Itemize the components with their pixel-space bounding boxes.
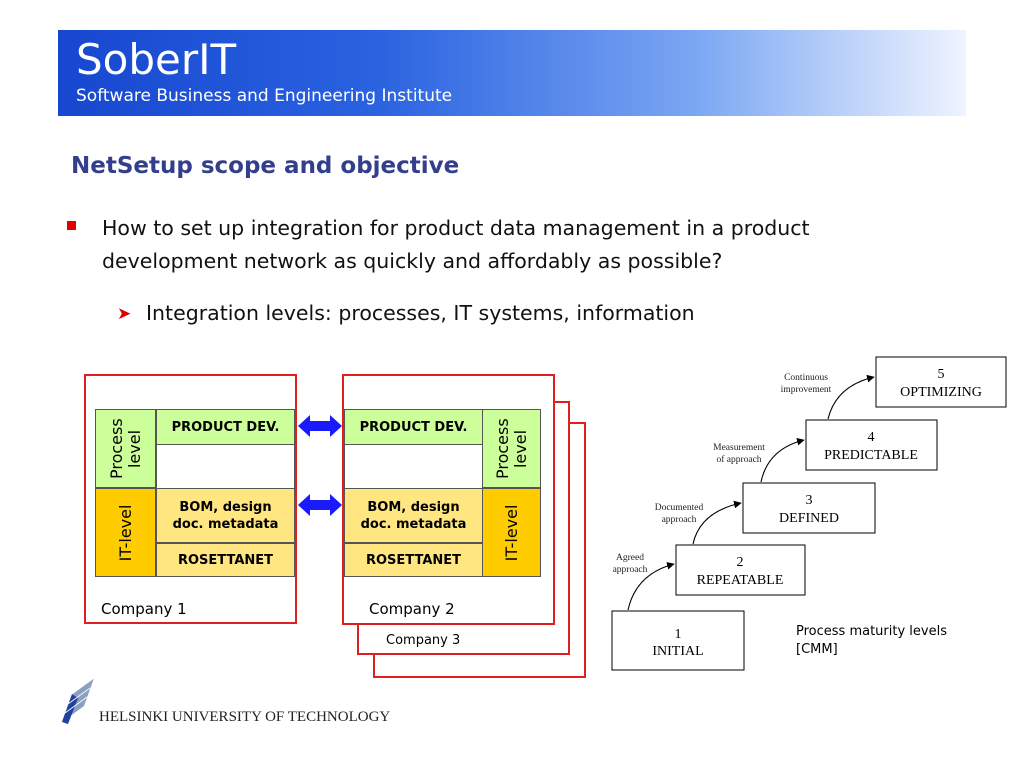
university-logo-icon [62, 677, 95, 724]
cmm-transition-2-line2: approach [662, 515, 697, 525]
cmm-level-5: 5 OPTIMIZING [875, 356, 1007, 408]
cmm-arrow-2-3 [692, 500, 742, 545]
brand-name: SoberIT [76, 35, 237, 84]
cmm-arrow-4-5 [827, 374, 875, 420]
header-banner: SoberIT Software Business and Engineerin… [58, 30, 966, 116]
bullet-square-icon [67, 221, 76, 230]
company2-bom: BOM, design doc. metadata [344, 488, 483, 543]
cmm-transition-4-line2: improvement [781, 385, 832, 395]
cmm-level-2-name: REPEATABLE [697, 573, 784, 588]
process-double-arrow-icon [298, 415, 342, 437]
cmm-level-2-num: 2 [737, 555, 744, 570]
company2-process-level-label: Process level [482, 409, 541, 488]
company2-label: Company 2 [369, 600, 455, 618]
cmm-transition-2-line1: Documented [655, 503, 704, 513]
cmm-level-4-num: 4 [868, 430, 875, 445]
company1-bom: BOM, design doc. metadata [156, 488, 295, 543]
company2-it-level-label: IT-level [482, 488, 541, 577]
cmm-transition-3-line2: of approach [716, 454, 761, 465]
cmm-transition-1-line1: Agreed [616, 553, 644, 563]
main-bullet: How to set up integration for product da… [102, 216, 810, 273]
company2-rosettanet: ROSETTANET [344, 543, 483, 577]
cmm-level-5-name: OPTIMIZING [900, 385, 982, 400]
cmm-arrow-3-4 [760, 437, 805, 483]
integration-arrows [298, 415, 342, 516]
sub-bullet: Integration levels: processes, IT system… [146, 301, 695, 325]
cmm-level-4-name: PREDICTABLE [824, 448, 918, 463]
cmm-transition-4-line1: Continuous [784, 373, 828, 383]
cmm-caption: Process maturity levels [CMM] [796, 624, 947, 657]
cmm-level-4: 4 PREDICTABLE [805, 419, 938, 471]
company1-label: Company 1 [101, 600, 187, 618]
it-double-arrow-icon [298, 494, 342, 516]
cmm-level-1-num: 1 [675, 627, 682, 642]
company1-it-level-label: IT-level [95, 488, 156, 577]
company2-product-dev: PRODUCT DEV. [344, 409, 483, 445]
sub-bullet-arrow-icon: ➤ [117, 304, 132, 324]
cmm-level-2: 2 REPEATABLE [675, 544, 806, 596]
cmm-level-1-name: INITIAL [652, 644, 703, 659]
cmm-level-5-num: 5 [938, 367, 945, 382]
cmm-transition-3-line1: Measurement [713, 443, 765, 453]
cmm-staircase-diagram: 1 INITIAL 2 REPEATABLE 3 DEFINED 4 PREDI… [611, 356, 1007, 671]
cmm-level-1: 1 INITIAL [611, 610, 745, 671]
cmm-transition-1-line2: approach [613, 565, 648, 575]
brand-subtitle: Software Business and Engineering Instit… [76, 86, 453, 106]
cmm-level-3-num: 3 [806, 493, 813, 508]
cmm-arrow-1-2 [627, 562, 675, 611]
slide-title: NetSetup scope and objective [71, 153, 460, 179]
company1-product-dev: PRODUCT DEV. [156, 409, 295, 445]
company1-process-gap [156, 445, 295, 488]
company1-process-level-label: Process level [95, 409, 156, 488]
cmm-level-3-name: DEFINED [779, 511, 839, 526]
company2-process-gap [344, 445, 483, 488]
company3-label: Company 3 [386, 633, 461, 648]
university-name: HELSINKI UNIVERSITY OF TECHNOLOGY [99, 709, 391, 725]
company1-rosettanet: ROSETTANET [156, 543, 295, 577]
cmm-level-3: 3 DEFINED [742, 482, 876, 534]
